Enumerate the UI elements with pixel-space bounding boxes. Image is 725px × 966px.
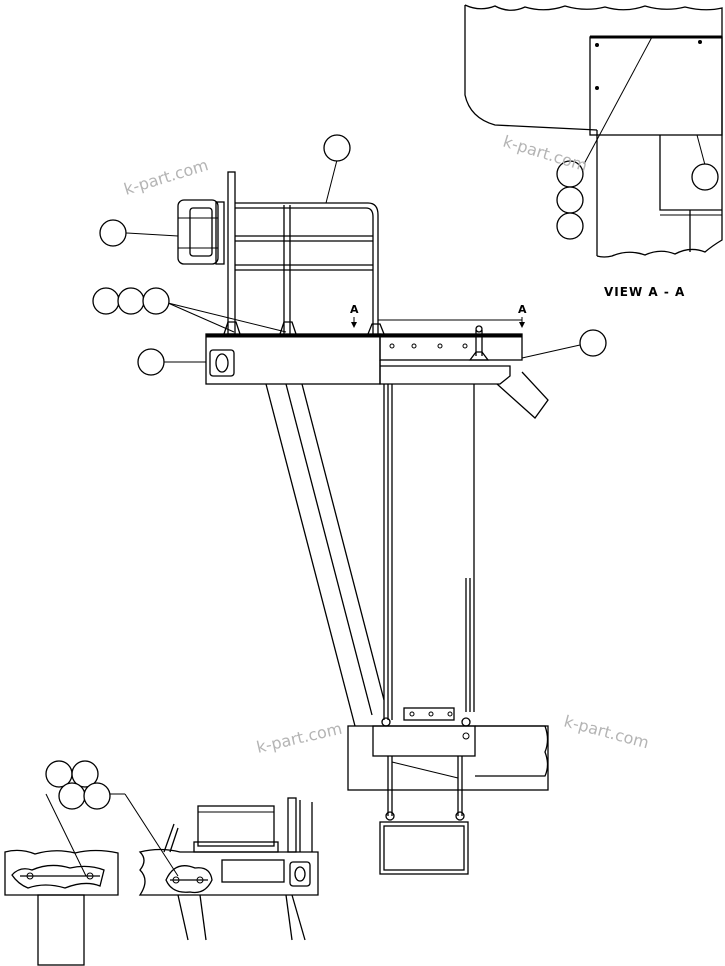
callout-balloon bbox=[579, 329, 607, 357]
callout-balloon bbox=[137, 348, 165, 376]
callout-balloon bbox=[99, 219, 127, 247]
section-markers: A A bbox=[350, 303, 527, 328]
section-marker-right: A bbox=[518, 303, 527, 316]
callout-balloon bbox=[83, 782, 111, 810]
watermark-text: k-part.com bbox=[501, 132, 590, 176]
view-a-a-detail: VIEW A - A bbox=[464, 4, 723, 299]
leader-lines bbox=[45, 159, 581, 877]
callout-balloon bbox=[71, 760, 99, 788]
callouts bbox=[45, 134, 719, 810]
watermark-text: k-part.com bbox=[255, 719, 344, 757]
ladder-assembly bbox=[265, 383, 549, 875]
view-a-a-label: VIEW A - A bbox=[604, 285, 685, 299]
lower-frame-detail bbox=[4, 797, 319, 966]
section-marker-left: A bbox=[350, 303, 359, 316]
callout-balloon bbox=[691, 163, 719, 191]
callout-balloon bbox=[142, 287, 170, 315]
callout-balloon bbox=[556, 186, 584, 214]
watermark-text: k-part.com bbox=[122, 155, 211, 199]
callout-balloon bbox=[323, 134, 351, 162]
watermark-text: k-part.com bbox=[562, 712, 651, 753]
callout-balloon bbox=[58, 782, 86, 810]
callout-balloon bbox=[556, 212, 584, 240]
callout-balloon bbox=[117, 287, 145, 315]
callout-balloon bbox=[92, 287, 120, 315]
upper-platform-assembly bbox=[177, 171, 549, 419]
